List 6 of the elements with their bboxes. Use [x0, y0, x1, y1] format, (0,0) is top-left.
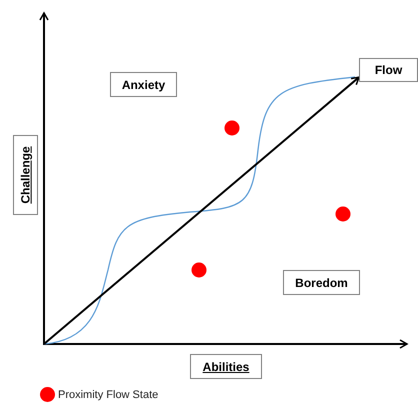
- legend-label: Proximity Flow State: [58, 388, 158, 400]
- label-box: Anxiety: [110, 72, 177, 97]
- label-box: Abilities: [190, 354, 262, 379]
- label-box: Challenge: [13, 135, 38, 215]
- label-box: Flow: [359, 58, 418, 82]
- label-box: Boredom: [283, 270, 360, 295]
